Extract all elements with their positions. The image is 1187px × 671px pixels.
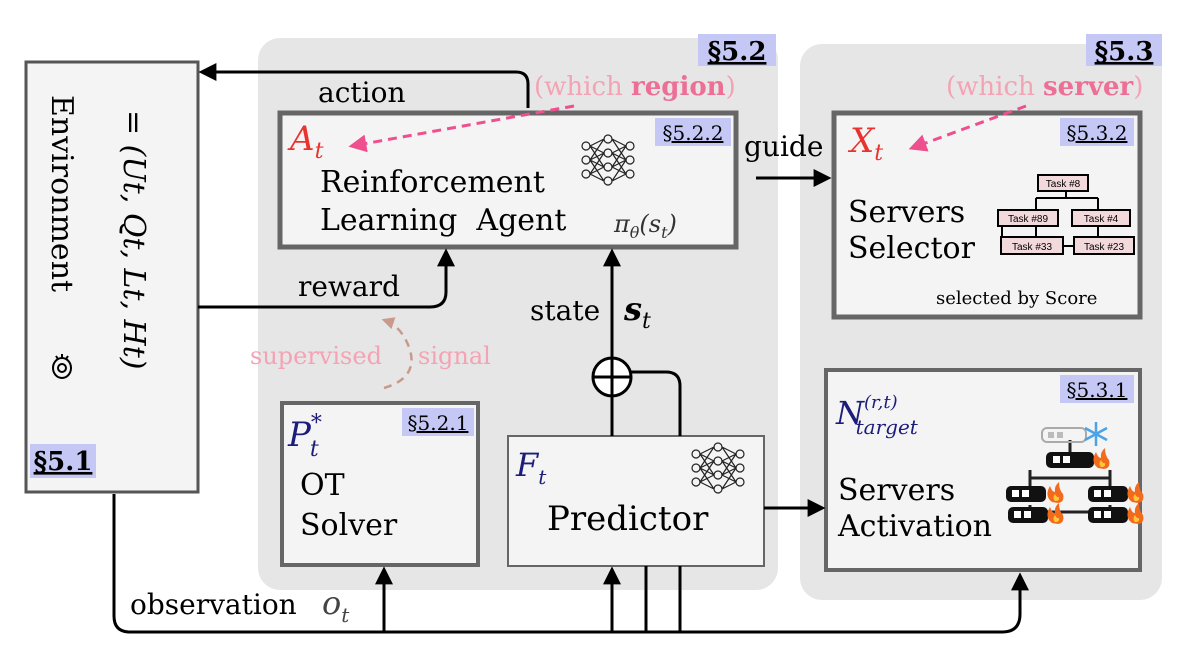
tag-5-3-label: §5.3	[1095, 37, 1154, 67]
policy-label: πθ(st)	[613, 210, 677, 242]
server-cluster-icon	[1006, 422, 1144, 524]
tag-5-3[interactable]: §5.3	[1086, 34, 1162, 67]
rl-agent-title-line2: Learning Agent	[320, 203, 566, 238]
predictor-title: Predictor	[547, 499, 709, 539]
servers-selector-symbol: Xt	[847, 121, 883, 166]
server-icon	[1088, 486, 1128, 502]
server-icon	[1046, 452, 1094, 468]
which-server-arrow	[908, 104, 1027, 152]
environment-box[interactable]: Environment = (Ut, Qt, Lt, Ht)	[24, 60, 200, 494]
neural-network-icon	[691, 442, 745, 494]
server-icon	[1041, 427, 1087, 443]
observation-bus	[112, 494, 1029, 634]
server-icon	[1008, 507, 1048, 523]
which-region-label: (which region)	[534, 72, 736, 102]
servers-activation-title-line2: Activation	[837, 509, 992, 544]
environment-title: Environment	[44, 95, 79, 292]
selected-by-score-label: selected by Score	[936, 288, 1097, 309]
observation-formula: = (Ut, Qt, Lt, Ht)	[116, 110, 151, 369]
predictor-box[interactable]: Ft Predictor	[507, 435, 765, 567]
rl-agent-symbol: At	[287, 119, 324, 164]
fire-icon	[1127, 503, 1144, 524]
ot-solver-title-line2: Solver	[300, 508, 398, 543]
tag-5-2-1-label: §5.2.1	[408, 411, 469, 435]
snowflake-icon	[1084, 422, 1108, 446]
server-icon	[1088, 507, 1128, 523]
tag-5-3-1[interactable]: §5.3.1	[1060, 375, 1134, 403]
servers-selector-box[interactable]: Xt Servers Selector selected by Score Ta…	[831, 110, 1143, 320]
servers-selector-title-line1: Servers	[848, 195, 965, 230]
state-symbol: st	[623, 290, 651, 334]
servers-selector-title-line2: Selector	[848, 231, 976, 266]
ot-solver-symbol: P*t	[287, 411, 322, 462]
task-node: Task #23	[1084, 242, 1124, 253]
servers-activation-box[interactable]: N(r,t)target Servers Activation	[824, 368, 1144, 572]
supervised-label: supervised	[250, 342, 382, 370]
fire-icon	[1047, 503, 1064, 524]
signal-label: signal	[418, 342, 491, 370]
fire-icon	[1093, 448, 1110, 469]
tag-5-2-2-label: §5.2.2	[663, 121, 724, 145]
observation-label: observation	[130, 588, 297, 621]
supervised-signal-arrow	[381, 317, 413, 390]
ot-solver-title-line1: OT	[300, 468, 345, 503]
tag-5-3-2-label: §5.3.2	[1067, 121, 1128, 145]
tag-5-3-1-label: §5.3.1	[1067, 378, 1128, 402]
rl-agent-title-line1: Reinforcement	[320, 165, 545, 200]
eye-icon	[52, 354, 72, 379]
reward-arrow	[198, 248, 455, 309]
tag-5-2-label: §5.2	[708, 37, 767, 67]
side-input-to-oplus	[631, 370, 682, 436]
which-region-arrow	[348, 104, 575, 153]
servers-activation-symbol: N(r,t)target	[835, 392, 919, 439]
task-node: Task #33	[1012, 242, 1052, 253]
action-label: action	[318, 76, 405, 109]
tag-5-2-1[interactable]: §5.2.1	[402, 408, 474, 436]
guide-label: guide	[744, 130, 823, 163]
servers-activation-title-line1: Servers	[838, 473, 955, 508]
task-tree-icon: Task #8 Task #89 Task #4 Task #33 Task #…	[997, 174, 1135, 255]
predictor-symbol: Ft	[515, 446, 547, 489]
tag-5-2[interactable]: §5.2	[698, 34, 776, 67]
observation-symbol: ot	[322, 584, 350, 627]
fire-icon	[1047, 482, 1064, 503]
tag-5-2-2[interactable]: §5.2.2	[655, 118, 731, 146]
state-label: state	[530, 294, 600, 327]
task-node: Task #4	[1084, 214, 1119, 225]
action-arrow	[198, 63, 530, 108]
server-icon	[1006, 486, 1046, 502]
which-server-label: (which server)	[946, 72, 1143, 102]
neural-network-icon	[581, 134, 635, 186]
task-node: Task #89	[1008, 214, 1048, 225]
reward-label: reward	[298, 270, 400, 303]
task-node: Task #8	[1046, 179, 1081, 190]
tag-5-3-2[interactable]: §5.3.2	[1060, 118, 1134, 146]
tag-5-1[interactable]: §5.1	[30, 444, 96, 478]
tag-5-1-label: §5.1	[34, 447, 93, 477]
fire-icon	[1127, 482, 1144, 503]
